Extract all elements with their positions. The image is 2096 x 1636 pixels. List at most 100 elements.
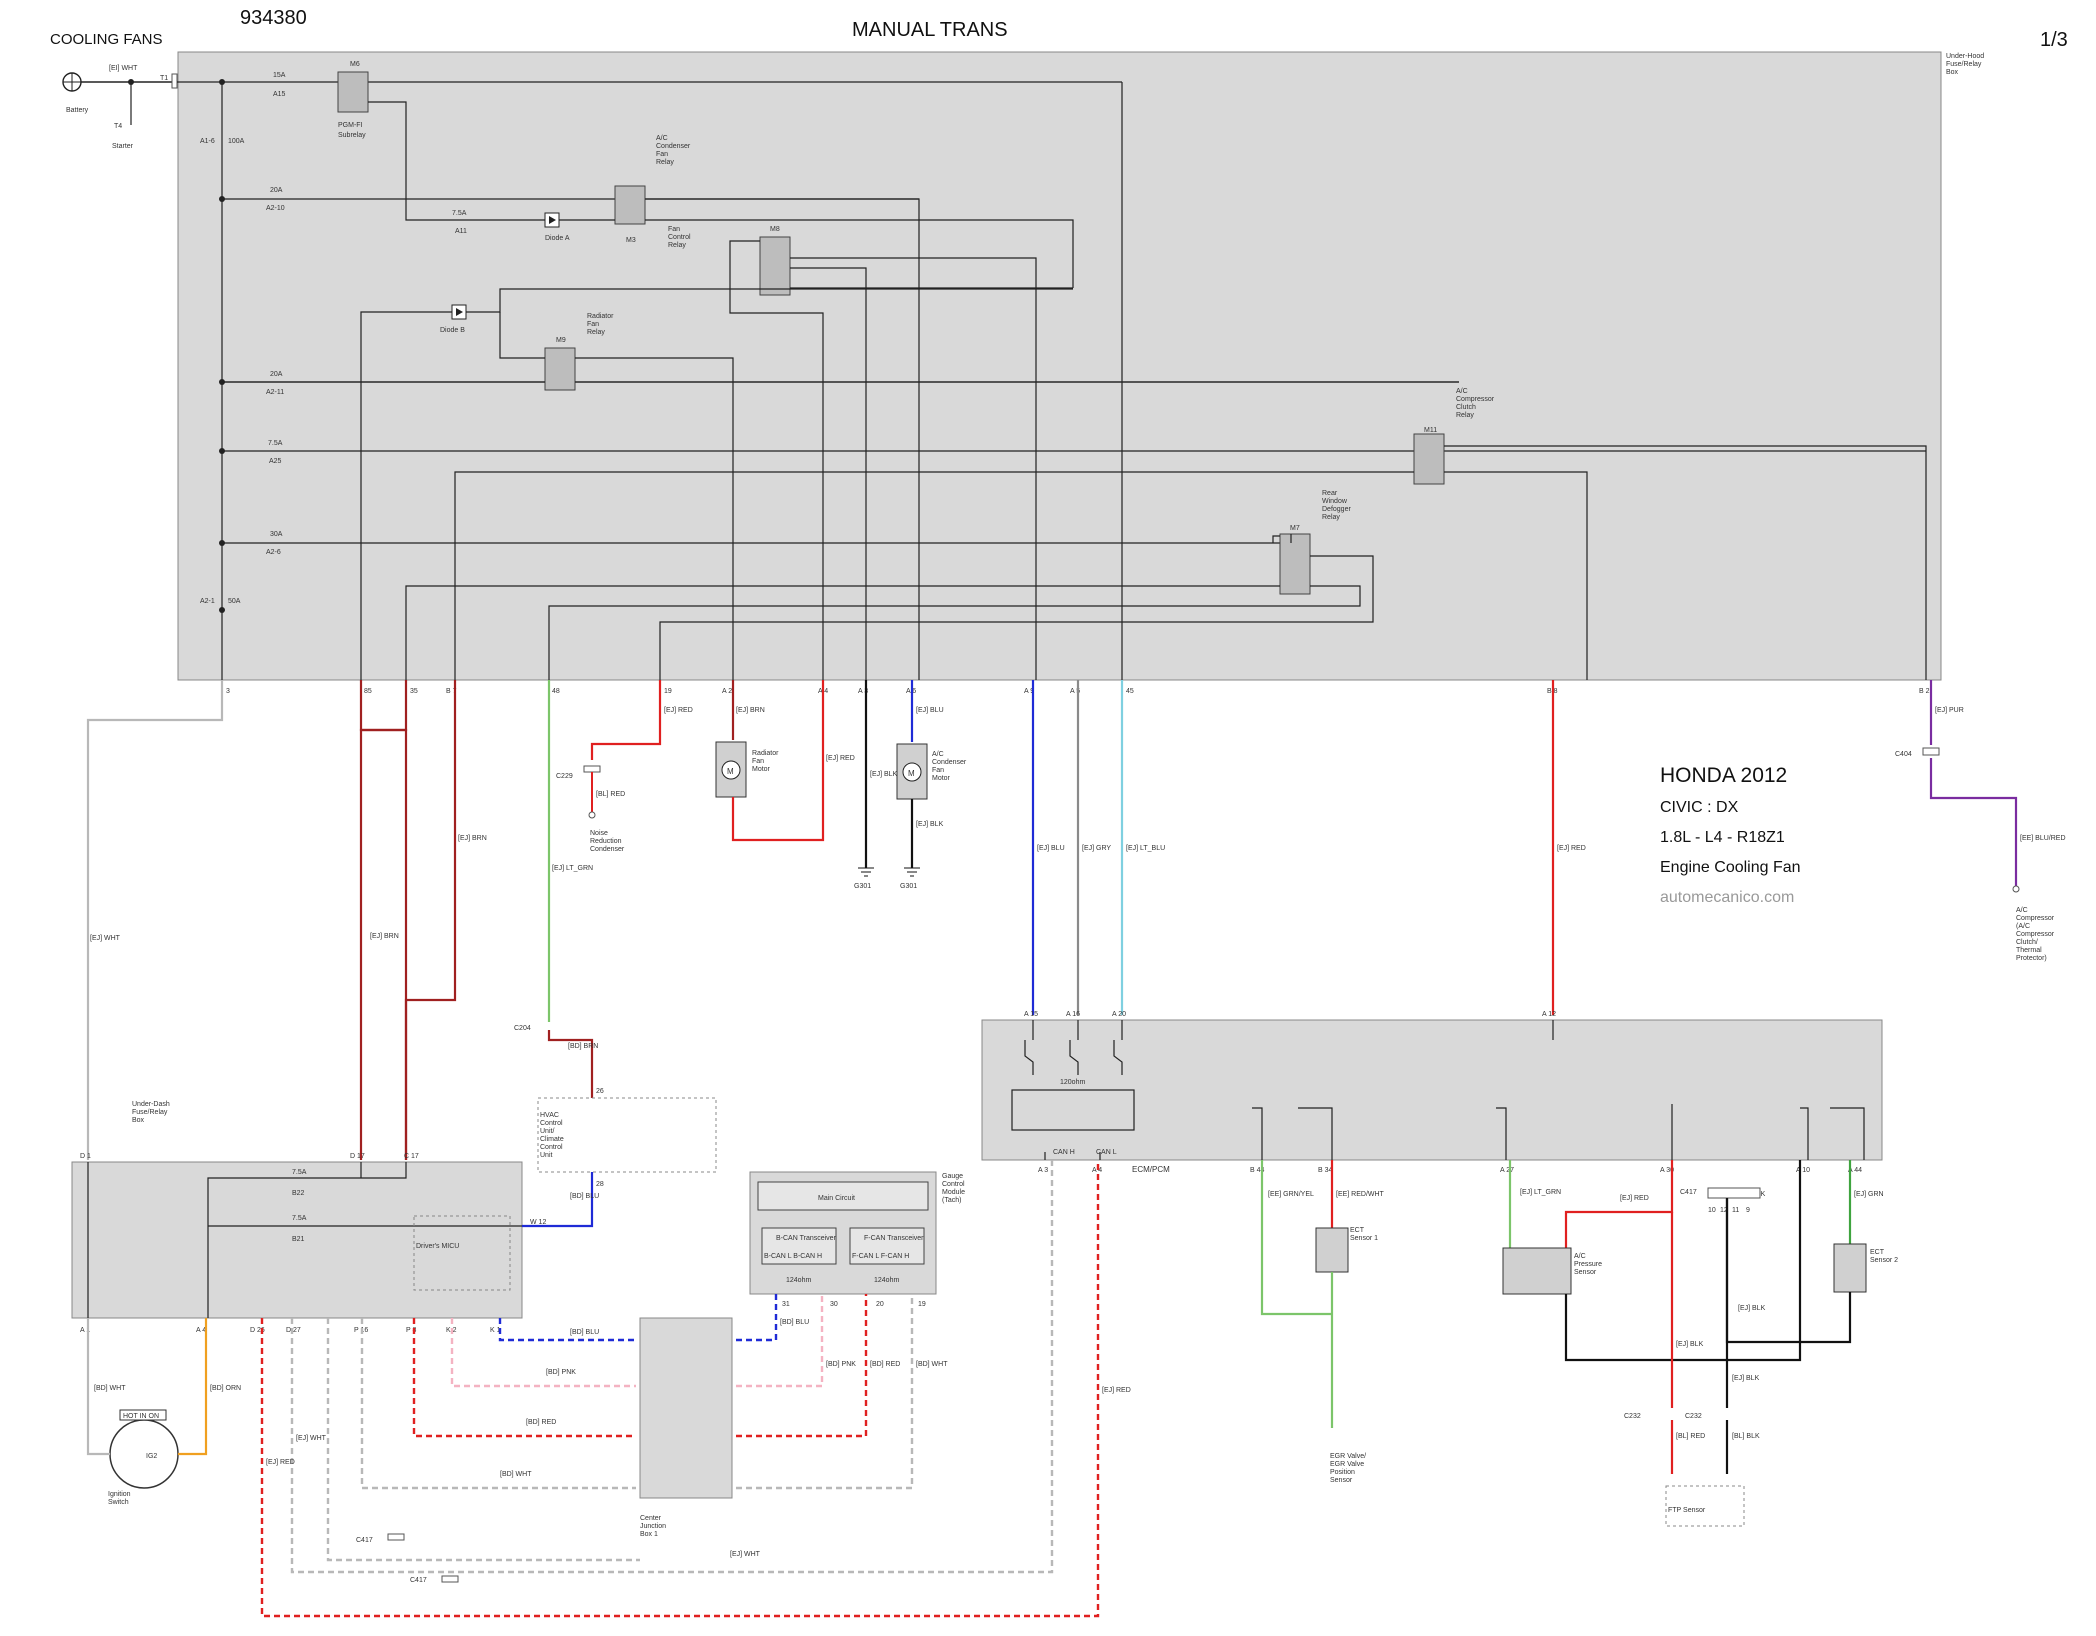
- wire-bd-blu-w: [522, 1172, 594, 1228]
- svg-text:28: 28: [596, 1181, 604, 1188]
- svg-text:A/C: A/C: [1574, 1253, 1586, 1260]
- bcan-transceiver: [761, 1227, 837, 1265]
- svg-text:Control: Control: [668, 234, 691, 241]
- svg-text:A/C: A/C: [656, 135, 668, 142]
- ac-condenser-fan-motor: M A/C Condenser Fan Motor: [896, 743, 967, 800]
- relay-m11: M11 A/C Compressor Clutch Relay: [1413, 388, 1495, 485]
- wire-label-blu-a6: [EJ] BLU: [916, 707, 944, 714]
- ftp-sensor-label: FTP Sensor: [1668, 1507, 1706, 1514]
- svg-text:F-CAN L F-CAN H: F-CAN L F-CAN H: [852, 1253, 909, 1260]
- wire-label-brn-b7: [EJ] BRN: [458, 835, 487, 842]
- svg-text:B22: B22: [292, 1190, 305, 1197]
- wire-label-bd-red: [BD] RED: [526, 1419, 556, 1426]
- wire-bd-wht-p16: [326, 1318, 640, 1562]
- under-dash-bottom-pins: A 1 A 4 D 26 D 27 P 16 P 8 K 2 K 1: [80, 1327, 501, 1334]
- wire-label-ltblu-ecm: [EJ] LT_BLU: [1126, 845, 1165, 852]
- svg-text:Fan: Fan: [656, 151, 668, 158]
- svg-text:Sensor: Sensor: [1330, 1477, 1353, 1484]
- svg-text:100A: 100A: [228, 138, 245, 145]
- svg-text:M8: M8: [770, 226, 780, 233]
- info-model: CIVIC : DX: [1660, 799, 1739, 816]
- wire-label-pur: [EJ] PUR: [1935, 707, 1964, 714]
- svg-text:3: 3: [226, 688, 230, 695]
- section-title: COOLING FANS: [50, 31, 163, 48]
- wire-label-gry-ecm: [EJ] GRY: [1082, 845, 1111, 852]
- svg-text:Clutch/: Clutch/: [2016, 939, 2038, 946]
- svg-text:M11: M11: [1424, 427, 1437, 434]
- ftp-sensor-box: [1665, 1485, 1745, 1527]
- svg-text:A 44: A 44: [1848, 1167, 1862, 1174]
- wire-label-brn-a2: [EJ] BRN: [736, 707, 765, 714]
- wire-label-wht-main: [EJ] WHT: [90, 935, 121, 942]
- svg-text:Rear: Rear: [1322, 490, 1338, 497]
- relay-m7: M7 Rear Window Defogger Relay: [1279, 490, 1351, 595]
- wire-label-bd-blu-g: [BD] BLU: [780, 1319, 809, 1326]
- svg-text:IG2: IG2: [146, 1453, 157, 1460]
- svg-text:Under-Dash: Under-Dash: [132, 1101, 170, 1108]
- under-dash-label: Under-Dash Fuse/Relay Box: [132, 1101, 170, 1124]
- svg-text:M: M: [727, 767, 734, 776]
- svg-text:Junction: Junction: [640, 1523, 666, 1530]
- svg-text:30A: 30A: [270, 531, 283, 538]
- svg-text:15A: 15A: [273, 72, 286, 79]
- svg-text:Position: Position: [1330, 1469, 1355, 1476]
- wire-label-ee-grnyel: [EE] GRN/YEL: [1268, 1191, 1314, 1198]
- svg-text:(A/C: (A/C: [2016, 923, 2030, 930]
- center-junction-box: [639, 1317, 733, 1499]
- svg-text:A15: A15: [273, 91, 286, 98]
- svg-text:Relay: Relay: [1456, 412, 1474, 419]
- svg-text:Box: Box: [1946, 69, 1959, 76]
- egr-sensor: EGR Valve/ EGR Valve Position Sensor: [1330, 1453, 1366, 1484]
- svg-text:85: 85: [364, 688, 372, 695]
- svg-text:Fan: Fan: [668, 226, 680, 233]
- ac-pressure-sensor: A/C Pressure Sensor: [1502, 1247, 1602, 1295]
- svg-text:30: 30: [830, 1301, 838, 1308]
- svg-text:Diode B: Diode B: [440, 327, 465, 334]
- svg-text:B21: B21: [292, 1236, 305, 1243]
- svg-text:HOT IN ON: HOT IN ON: [123, 1413, 159, 1420]
- wire-label-red-a4: [EJ] RED: [826, 755, 855, 762]
- svg-text:Thermal: Thermal: [2016, 947, 2042, 954]
- svg-text:ECT: ECT: [1350, 1227, 1365, 1234]
- wire-brn-b7: [404, 680, 457, 1160]
- svg-text:A 10: A 10: [1796, 1167, 1810, 1174]
- internal-wiring: [222, 101, 1927, 680]
- svg-text:Relay: Relay: [1322, 514, 1340, 521]
- svg-text:Fan: Fan: [932, 767, 944, 774]
- svg-text:EGR Valve/: EGR Valve/: [1330, 1453, 1366, 1460]
- svg-text:A 2: A 2: [722, 688, 732, 695]
- wire-label-bl-red: [BL] RED: [596, 791, 625, 798]
- under-hood-label: Under-Hood Fuse/Relay Box: [1946, 53, 1984, 76]
- wire-label-brn-85: [EJ] BRN: [370, 933, 399, 940]
- micu-label: Driver's MICU: [416, 1243, 459, 1250]
- svg-text:26: 26: [596, 1088, 604, 1095]
- c232a-label: C232: [1624, 1413, 1641, 1420]
- wire-label-bd-brn: [BD] BRN: [568, 1043, 598, 1050]
- info-engine: 1.8L - L4 - R18Z1: [1660, 829, 1785, 846]
- wire-ej-blk-acp: [1564, 1160, 1802, 1362]
- svg-text:7.5A: 7.5A: [452, 210, 467, 217]
- svg-text:Fuse/Relay: Fuse/Relay: [1946, 61, 1982, 68]
- svg-text:45: 45: [1126, 688, 1134, 695]
- svg-text:Fan: Fan: [587, 321, 599, 328]
- wire-label-bd-wht-g: [BD] WHT: [916, 1361, 948, 1368]
- wire-ee-blured: [1929, 758, 2018, 886]
- c204-label: C204: [514, 1025, 531, 1032]
- svg-text:Ignition: Ignition: [108, 1491, 131, 1498]
- svg-text:Sensor: Sensor: [1574, 1269, 1597, 1276]
- svg-text:Relay: Relay: [587, 329, 605, 336]
- svg-text:C 17: C 17: [404, 1153, 419, 1160]
- micu-box: [413, 1215, 511, 1291]
- svg-text:A 20: A 20: [1112, 1011, 1126, 1018]
- svg-text:A 27: A 27: [1500, 1167, 1514, 1174]
- wire-label-ej-red2: [EJ] RED: [1620, 1195, 1649, 1202]
- svg-text:B 44: B 44: [1250, 1167, 1265, 1174]
- svg-text:K 1: K 1: [490, 1327, 501, 1334]
- svg-text:Box: Box: [132, 1117, 145, 1124]
- ground-g301a: G301: [854, 867, 874, 890]
- svg-text:Radiator: Radiator: [587, 313, 614, 320]
- gauge-label: Gauge Control Module (Tach): [942, 1173, 965, 1204]
- noise-condenser: Noise Reduction Condenser: [590, 830, 625, 853]
- c417c-label: C417: [1680, 1189, 1697, 1196]
- svg-text:A 3: A 3: [858, 688, 868, 695]
